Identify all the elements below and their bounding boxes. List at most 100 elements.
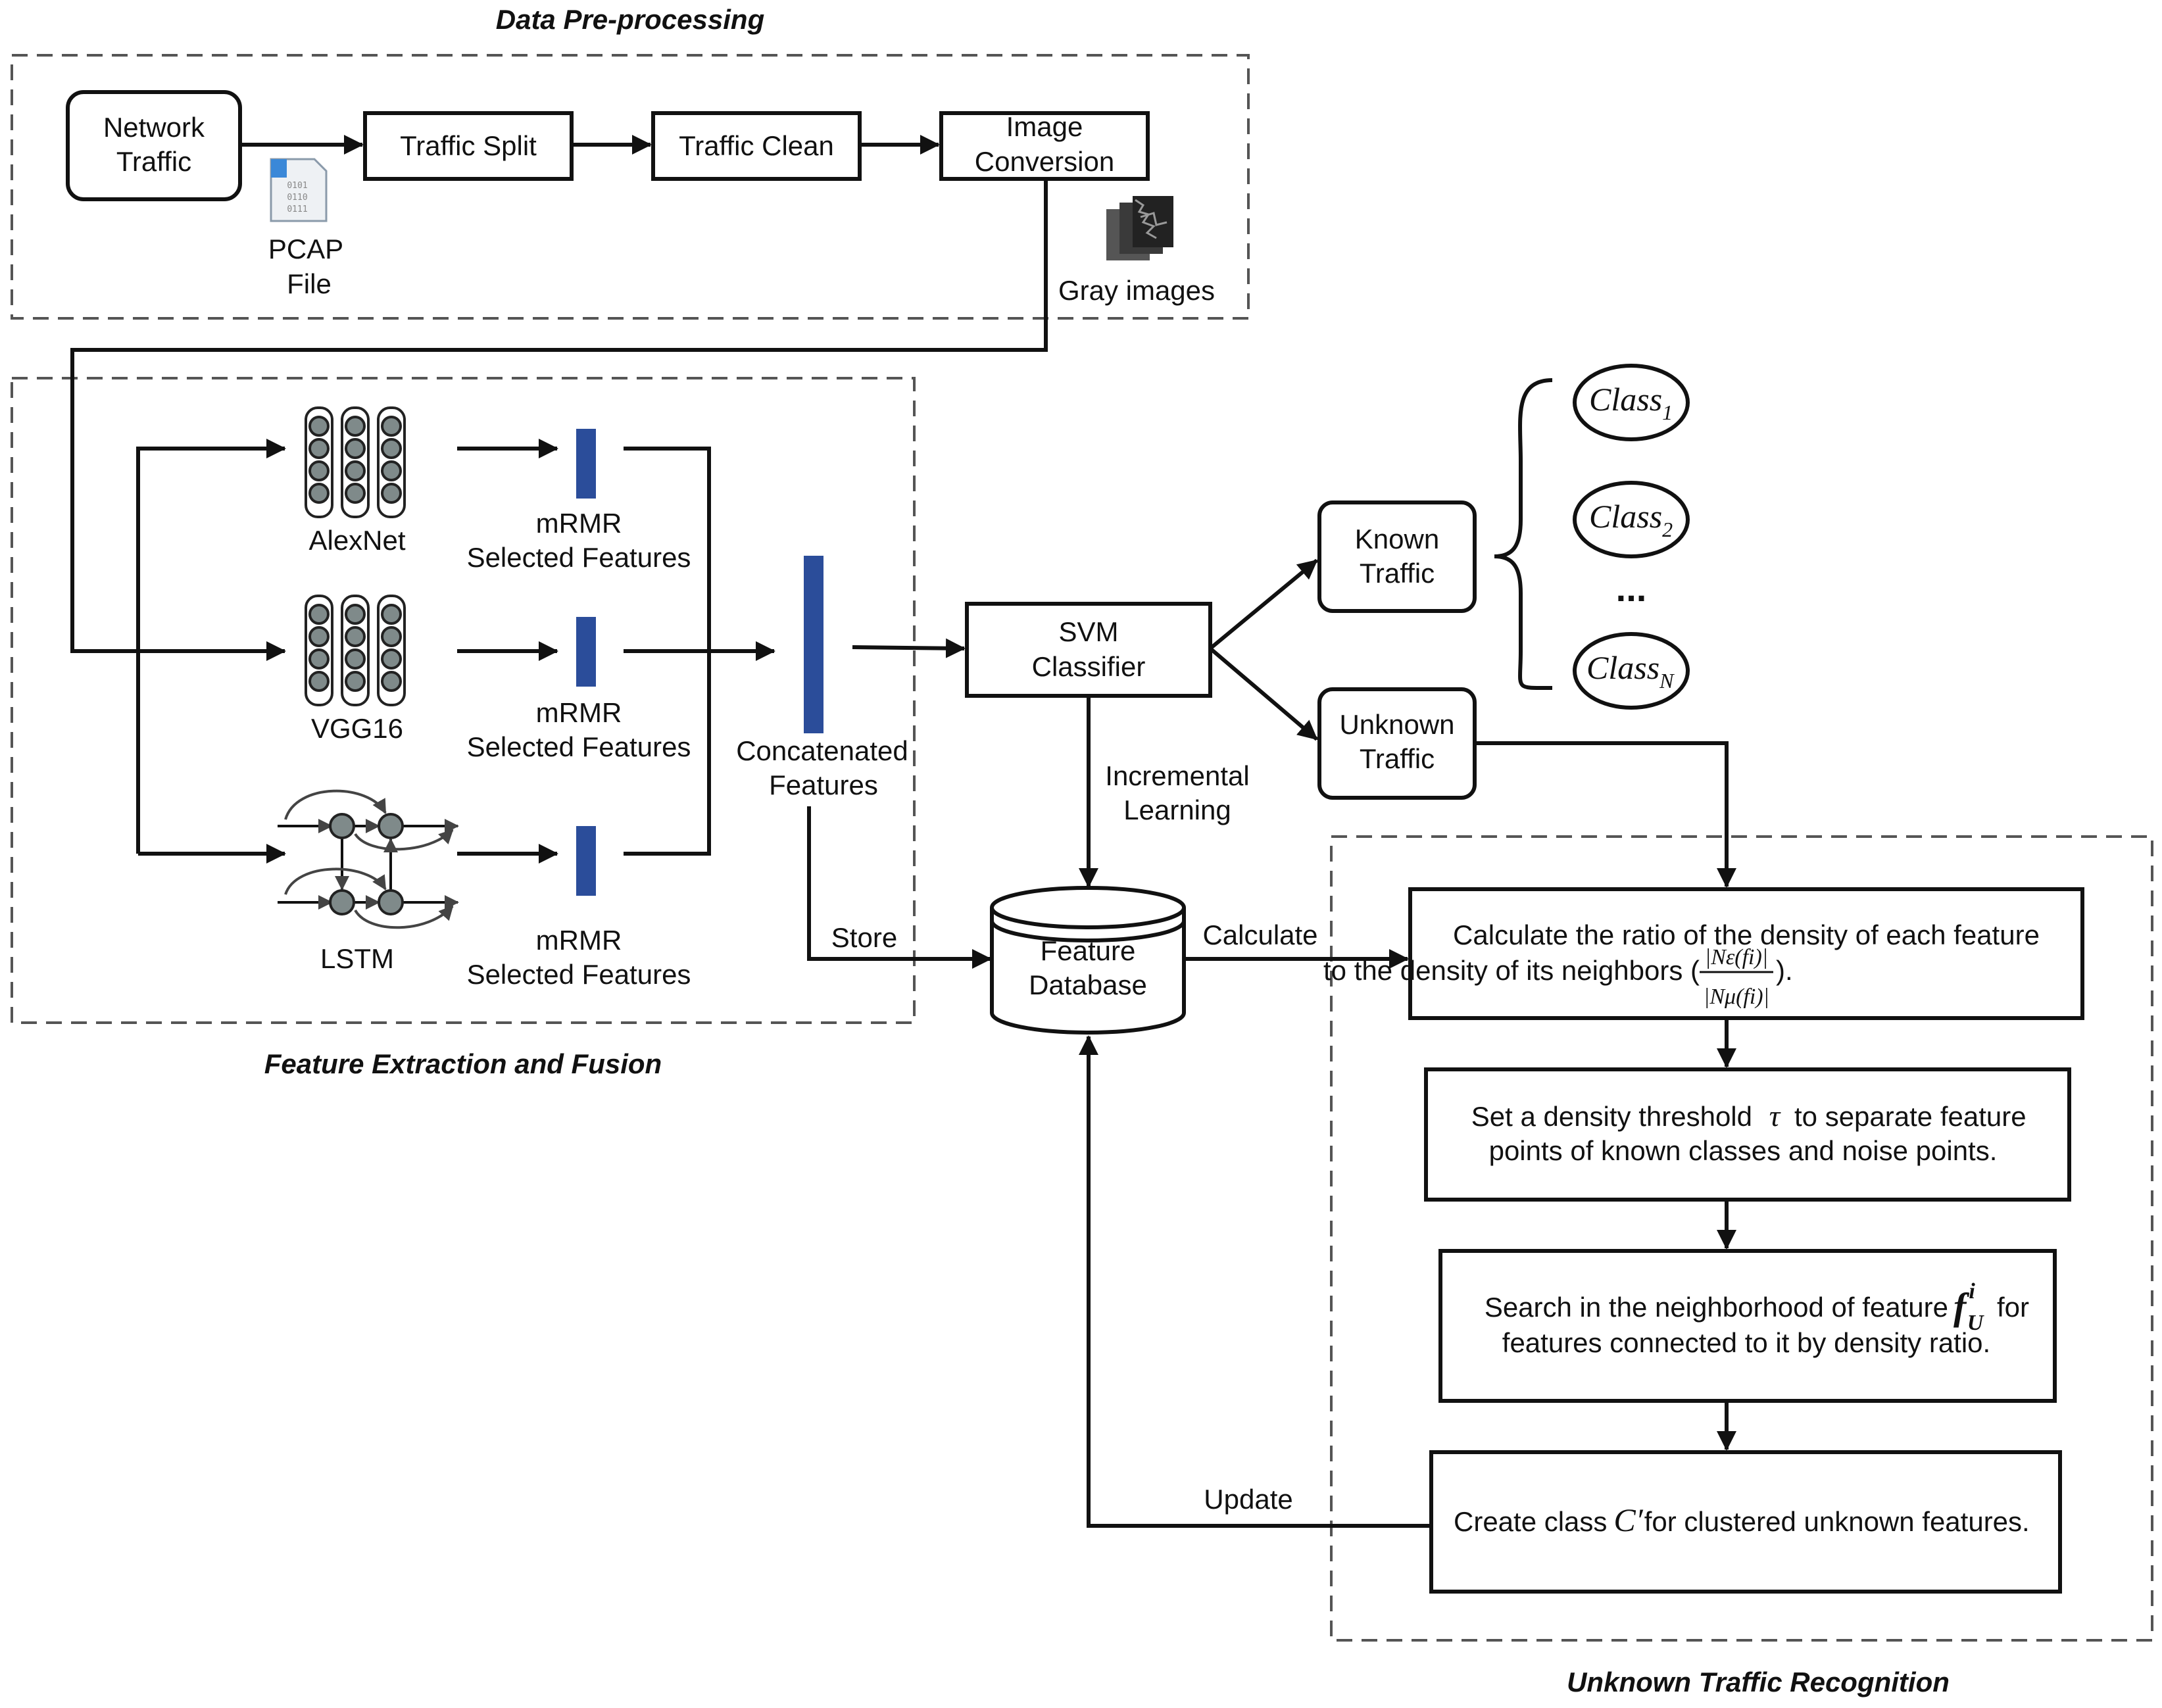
step1-line2-end: ). — [1776, 955, 1793, 986]
class-2-subscript: 2 — [1662, 518, 1673, 541]
traffic-clean-box — [651, 111, 862, 181]
step3-box — [1438, 1249, 2057, 1403]
database-label: Feature — [1041, 935, 1136, 966]
svm-label-2: Classifier — [1032, 651, 1146, 682]
unknown-traffic-label: Unknown — [1339, 709, 1454, 740]
step2-line1: Set a density threshold — [1471, 1101, 1752, 1132]
step2-line1-end: to separate feature — [1794, 1101, 2027, 1132]
concatenated-label-2: Features — [769, 769, 878, 800]
class-1-subscript: 1 — [1662, 401, 1673, 424]
image-conversion-label: Image — [1006, 111, 1083, 142]
arrow-concat-to-database — [807, 806, 992, 969]
class-2-word: Class — [1589, 498, 1662, 535]
concatenated-label: Concatenated — [736, 735, 908, 766]
traffic-split-label: Traffic Split — [400, 130, 537, 161]
class-n-word: Class — [1586, 649, 1659, 686]
step4-box — [1429, 1450, 2062, 1594]
arrow-concat-to-svm — [852, 638, 966, 658]
class-n-label: ClassN — [1586, 649, 1675, 693]
step4-prefix: Create class — [1454, 1506, 1607, 1537]
mrmr-sublabel-lstm: Selected Features — [467, 959, 691, 990]
traffic-clean-label: Traffic Clean — [679, 130, 834, 161]
alexnet-label: AlexNet — [308, 525, 405, 556]
unknown-traffic-label-2: Traffic — [1360, 743, 1435, 774]
incremental-label: Incremental — [1105, 760, 1249, 791]
vgg16-label: VGG16 — [311, 713, 403, 744]
step1-fraction-numerator: |Nε(fi)| — [1705, 945, 1768, 969]
step3-symbol-sup: i — [1969, 1279, 1975, 1304]
step3-line1: Search in the neighborhood of feature — [1485, 1292, 1948, 1323]
image-conversion-label-2: Conversion — [975, 146, 1114, 177]
mrmr-label-vgg16: mRMR — [536, 697, 622, 728]
svg-text:0110: 0110 — [287, 193, 307, 203]
step2-line2: points of known classes and noise points… — [1489, 1135, 1998, 1166]
calculate-label: Calculate — [1202, 919, 1317, 950]
recognition-frame — [1330, 835, 2153, 1642]
traffic-split-box — [363, 111, 574, 181]
step1-line1: Calculate the ratio of the density of ea… — [1453, 919, 2040, 950]
known-traffic-box — [1317, 500, 1477, 613]
step1-line2: to the density of its neighbors ( — [1323, 955, 1700, 986]
class-1-label: Class1 — [1589, 381, 1673, 424]
pcap-file-icon: 0101 0110 0111 — [270, 158, 328, 222]
step1-box — [1408, 887, 2084, 1020]
update-label: Update — [1204, 1484, 1292, 1515]
network-traffic-label: Network — [103, 112, 205, 143]
branch-to-alexnet — [136, 439, 286, 854]
network-traffic-label-2: Traffic — [116, 146, 191, 177]
known-traffic-label-2: Traffic — [1360, 558, 1435, 589]
step3-line1-end: for — [1997, 1292, 2029, 1323]
feature-database-cylinder — [990, 886, 1186, 1035]
extraction-frame — [11, 377, 916, 1024]
svm-label: SVM — [1058, 616, 1118, 647]
arrow-step4-to-database — [1079, 1035, 1431, 1528]
vgg16-icon — [305, 595, 406, 706]
lstm-icon — [278, 789, 459, 929]
pcap-file-label-2: File — [287, 268, 332, 299]
step2-box — [1424, 1067, 2071, 1202]
gray-images-label: Gray images — [1058, 275, 1215, 306]
class-brace — [1494, 378, 1553, 691]
recognition-title: Unknown Traffic Recognition — [1567, 1667, 1950, 1697]
class-n-subscript: N — [1659, 669, 1675, 693]
class-2-node — [1573, 481, 1690, 558]
connector-images-to-models — [70, 179, 1048, 661]
arrow-svm-to-known — [1209, 558, 1318, 650]
mrmr-sublabel-vgg16: Selected Features — [467, 731, 691, 762]
step3-symbol-sub: U — [1967, 1311, 1985, 1335]
mrmr-sublabel-alexnet: Selected Features — [467, 542, 691, 573]
pcap-file-label: PCAP — [268, 233, 343, 264]
class-2-label: Class2 — [1589, 498, 1673, 541]
step1-fraction-denominator: |Nμ(fi)| — [1704, 985, 1769, 1009]
class-1-node — [1573, 364, 1690, 441]
mrmr-bar-alexnet — [576, 429, 596, 499]
mrmr-label-alexnet: mRMR — [536, 508, 622, 539]
mrmr-label-lstm: mRMR — [536, 925, 622, 956]
arrow-unknown-to-step1 — [1475, 741, 1736, 888]
mrmr-bar-vgg16 — [576, 617, 596, 687]
class-ellipsis: ... — [1616, 568, 1647, 609]
step2-symbol: τ — [1769, 1099, 1781, 1133]
incremental-label-2: Learning — [1123, 794, 1231, 825]
known-traffic-label: Known — [1355, 524, 1439, 554]
step4-suffix: for clustered unknown features. — [1644, 1506, 2030, 1537]
alexnet-icon — [305, 406, 406, 518]
class-1-word: Class — [1589, 381, 1662, 418]
concatenated-features-bar — [804, 556, 823, 733]
extraction-title: Feature Extraction and Fusion — [264, 1048, 662, 1079]
preprocessing-title: Data Pre-processing — [496, 4, 764, 35]
arrow-svm-to-unknown — [1209, 647, 1318, 741]
class-n-node — [1573, 632, 1690, 710]
svm-classifier-box — [965, 602, 1212, 698]
mrmr-bar-lstm — [576, 826, 596, 896]
step3-line2: features connected to it by density rati… — [1502, 1327, 1990, 1358]
step4-symbol: C′ — [1613, 1501, 1643, 1538]
gray-images-icon — [1106, 196, 1173, 260]
svg-text:0111: 0111 — [287, 205, 307, 214]
lstm-label: LSTM — [320, 943, 394, 974]
svg-text:0101: 0101 — [287, 181, 307, 191]
store-label: Store — [831, 922, 897, 953]
database-label-2: Database — [1029, 969, 1147, 1000]
